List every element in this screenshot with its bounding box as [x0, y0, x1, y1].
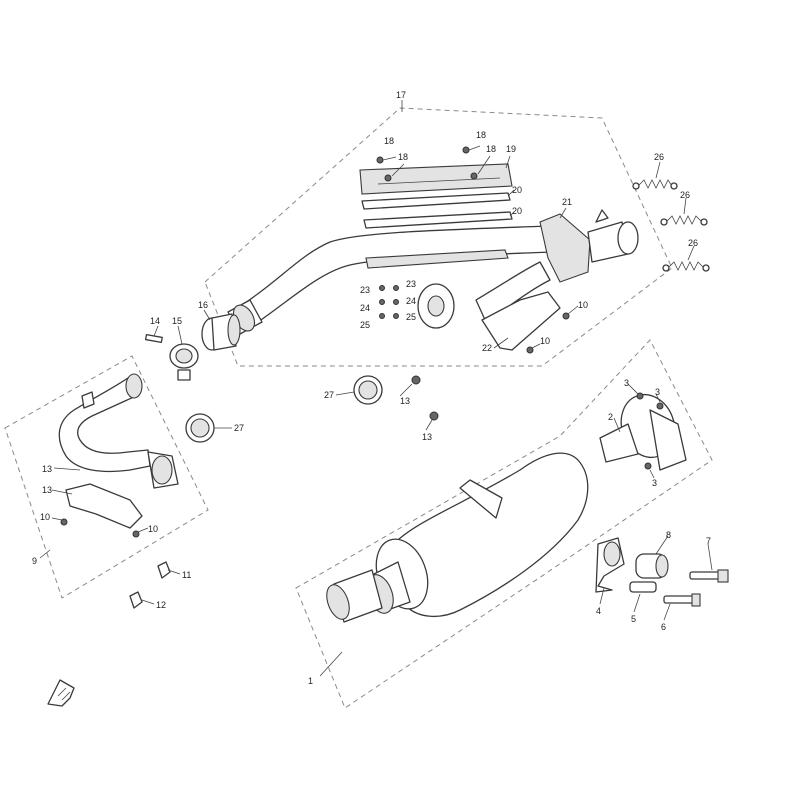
callout-27: 27	[324, 390, 334, 400]
callout-12: 13	[42, 464, 52, 474]
callout-26: 26	[654, 152, 664, 162]
callout-20: 20	[512, 206, 522, 216]
callout-6: 6	[661, 622, 666, 632]
callout-23: 23	[406, 279, 416, 289]
muffler-1	[326, 452, 589, 623]
nut-13a	[411, 375, 421, 385]
clamp-15	[169, 343, 199, 381]
bracket-22	[481, 291, 561, 351]
callout-9: 9	[32, 556, 37, 566]
catalyst-connector-21	[539, 209, 639, 283]
callout-27: 27	[234, 423, 244, 433]
gasket-27-top	[353, 375, 383, 405]
gasket-16	[201, 313, 241, 351]
callout-4: 4	[596, 606, 601, 616]
bolt-18c	[462, 146, 470, 154]
callout-7: 7	[706, 536, 711, 546]
callout-labels: 17 18 18 18 18 19 20 20 21 23 23 24 24 2…	[32, 90, 711, 686]
nut-10b	[526, 346, 534, 354]
header-pipe-17	[227, 225, 553, 335]
nut-10a	[562, 312, 570, 320]
callout-10: 10	[578, 300, 588, 310]
gasket-27-left	[185, 413, 215, 443]
callout-3: 3	[624, 378, 629, 388]
callout-10: 10	[148, 524, 158, 534]
callout-22: 22	[482, 343, 492, 353]
callout-18: 18	[476, 130, 486, 140]
end-cap-2	[599, 393, 687, 471]
spring-26a	[632, 179, 678, 190]
callout-11: 13	[42, 485, 52, 495]
screw-3c	[644, 462, 652, 470]
bolt-18a	[376, 156, 384, 164]
callout-24: 24	[360, 303, 370, 313]
bolt-18b	[384, 174, 392, 182]
callout-17: 17	[396, 90, 406, 100]
callout-25: 25	[360, 320, 370, 330]
callout-5: 5	[631, 614, 636, 624]
heat-shield-strip-20a	[361, 192, 511, 210]
callout-24: 24	[406, 296, 416, 306]
callout-10: 10	[540, 336, 550, 346]
spring-26c	[662, 261, 710, 272]
bolt-18d	[470, 172, 478, 180]
callout-18: 18	[398, 152, 408, 162]
bracket-4	[595, 537, 625, 593]
nut-13b	[429, 411, 439, 421]
callout-25: 25	[406, 312, 416, 322]
callout-3: 3	[652, 478, 657, 488]
heat-shield-strip-20b	[363, 211, 513, 229]
callout-19: 19	[506, 144, 516, 154]
callout-15: 15	[172, 316, 182, 326]
callout-2: 2	[608, 412, 613, 422]
callout-18: 18	[384, 136, 394, 146]
callout-16: 16	[198, 300, 208, 310]
callout-13: 12	[156, 600, 166, 610]
callout-26: 26	[680, 190, 690, 200]
callout-21: 21	[562, 197, 572, 207]
callout-14: 14	[150, 316, 160, 326]
callout-13: 13	[422, 432, 432, 442]
nut-13d	[129, 591, 143, 609]
pipe-12	[58, 373, 179, 489]
group-17-box	[204, 107, 673, 367]
screw-3b	[656, 402, 664, 410]
nut-10d	[132, 530, 140, 538]
callout-3: 3	[655, 387, 660, 397]
group-9-box	[4, 355, 209, 599]
callout-13: 13	[400, 396, 410, 406]
leader-lines	[39, 100, 713, 677]
nut-13c	[157, 561, 171, 579]
callout-23: 23	[360, 285, 370, 295]
nut-10c	[60, 518, 68, 526]
bracket-11	[65, 483, 143, 529]
group-1-box	[295, 339, 713, 709]
bolt-7	[689, 569, 729, 583]
screw-3a	[636, 392, 644, 400]
callout-10: 10	[40, 512, 50, 522]
callout-8: 8	[666, 530, 671, 540]
callout-26: 26	[688, 238, 698, 248]
callout-18: 18	[486, 144, 496, 154]
callout-20: 20	[512, 185, 522, 195]
spring-26b	[660, 215, 708, 226]
hardware-23-24-25	[379, 285, 399, 319]
callout-1: 1	[308, 676, 313, 686]
callout-13: 11	[182, 570, 191, 580]
grommet-8	[635, 553, 669, 579]
bolt-6	[663, 593, 701, 607]
front-direction-icon	[47, 679, 75, 707]
heat-shield-19	[359, 163, 513, 195]
spacer-5	[629, 581, 657, 593]
